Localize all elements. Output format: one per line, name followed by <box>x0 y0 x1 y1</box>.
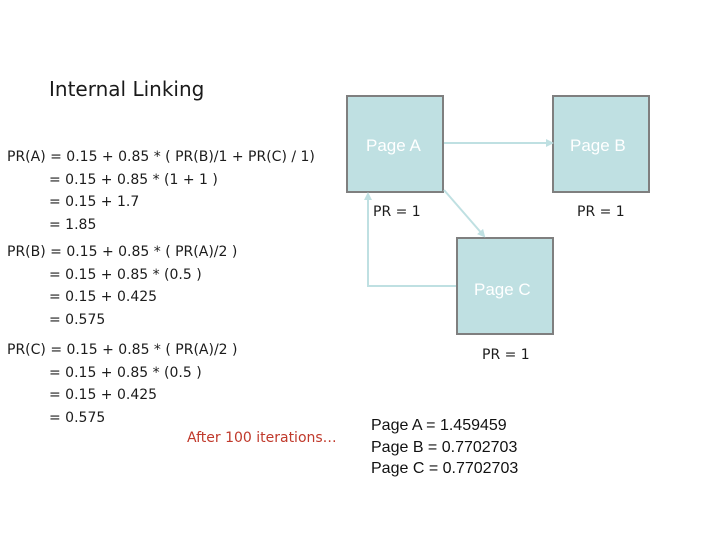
equation-line: PR(A) = 0.15 + 0.85 * ( PR(B)/1 + PR(C) … <box>7 149 315 165</box>
equation-line: = 0.15 + 0.85 * (1 + 1 ) <box>49 171 218 188</box>
result-page-c: Page C = 0.7702703 <box>371 460 519 477</box>
pr-label-page-a: PR = 1 <box>373 204 421 220</box>
equation-line: = 0.15 + 1.7 <box>49 194 140 210</box>
equation-line: PR(C) = 0.15 + 0.85 * ( PR(A)/2 ) <box>7 342 238 358</box>
node-label-page-c: Page C <box>474 280 531 299</box>
equation-pr-b: PR(B) = 0.15 + 0.85 * ( PR(A)/2 ) = 0.15… <box>7 241 237 331</box>
equation-line: = 0.575 <box>49 311 106 328</box>
equation-line: = 0.575 <box>49 409 106 426</box>
equation-pr-c: PR(C) = 0.15 + 0.85 * ( PR(A)/2 ) = 0.15… <box>7 339 238 429</box>
iterations-note: After 100 iterations… <box>187 430 337 446</box>
equation-line: = 0.15 + 0.85 * (0.5 ) <box>49 266 202 283</box>
node-page-b <box>552 95 650 193</box>
edge-c-to-a <box>364 192 456 287</box>
node-label-page-b: Page B <box>570 136 626 155</box>
edge-a-to-c <box>443 189 486 238</box>
equation-line: = 1.85 <box>49 216 97 233</box>
result-page-b: Page B = 0.7702703 <box>371 438 518 456</box>
result-page-a: Page A = 1.459459 <box>371 417 507 434</box>
equation-line: = 0.15 + 0.425 <box>49 387 158 403</box>
equation-line: = 0.15 + 0.425 <box>49 289 158 305</box>
slide-title: Internal Linking <box>49 77 205 101</box>
node-label-page-a: Page A <box>366 136 421 155</box>
results-block: Page A = 1.459459 Page B = 0.7702703 Pag… <box>371 415 518 480</box>
equation-pr-a: PR(A) = 0.15 + 0.85 * ( PR(B)/1 + PR(C) … <box>7 146 315 236</box>
node-page-c <box>456 237 554 335</box>
equation-line: PR(B) = 0.15 + 0.85 * ( PR(A)/2 ) <box>7 244 238 260</box>
equation-line: = 0.15 + 0.85 * (0.5 ) <box>49 364 202 381</box>
pr-label-page-c: PR = 1 <box>482 347 530 363</box>
pr-label-page-b: PR = 1 <box>577 204 625 220</box>
node-page-a <box>346 95 444 193</box>
